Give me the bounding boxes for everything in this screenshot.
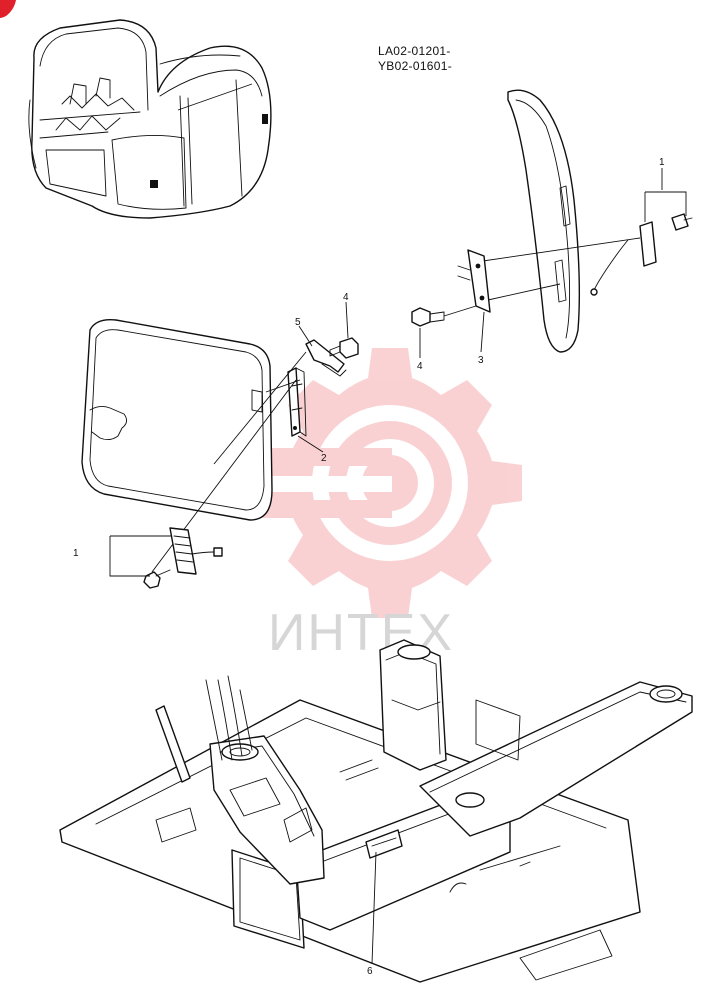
- serial-range-1: LA02-01201-: [378, 44, 451, 58]
- serial-range-2: YB02-01601-: [378, 59, 453, 73]
- callout-part-4-lower: 4: [417, 361, 423, 372]
- rear-window-panel-drawing: [457, 89, 693, 353]
- callout-part-1-right: 1: [659, 157, 665, 168]
- bracket-parts-drawing: [287, 337, 359, 437]
- front-window-glass-drawing: [81, 319, 307, 573]
- callout-part-5: 5: [295, 317, 301, 328]
- bolt-drawing: [411, 305, 477, 327]
- callout-part-4-upper: 4: [343, 292, 349, 303]
- work-lamp-drawing: [109, 527, 223, 589]
- watermark-logo-icon: [250, 348, 522, 618]
- callout-part-2: 2: [321, 453, 327, 464]
- callout-part-6: 6: [367, 966, 373, 977]
- cab-assembly-drawing: [28, 19, 272, 219]
- corner-mark-icon: [0, 0, 16, 18]
- callout-part-1-left: 1: [73, 548, 79, 559]
- callout-part-3: 3: [478, 355, 484, 366]
- machine-frame-drawing: [59, 639, 693, 983]
